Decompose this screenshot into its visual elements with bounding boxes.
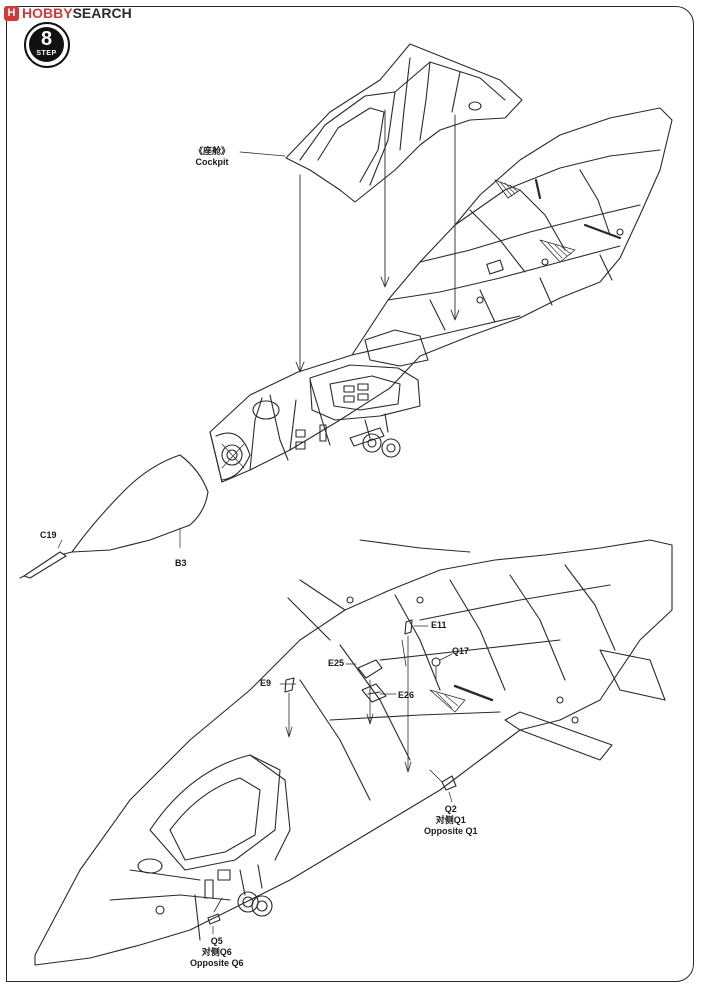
step-number: 8 <box>40 28 53 50</box>
label-opposite-q1-en: Opposite Q1 <box>424 826 478 836</box>
label-opposite-q6-cn: 对侧Q6 <box>201 947 232 957</box>
step-label: STEP <box>36 50 57 57</box>
small-parts <box>207 619 457 935</box>
label-cockpit-en: Cockpit <box>195 157 229 167</box>
label-q2-group: Q2 对侧Q1 Opposite Q1 <box>424 804 478 837</box>
label-e9: E9 <box>260 678 272 688</box>
label-e11: E11 <box>431 620 447 630</box>
label-e25: E25 <box>328 658 345 668</box>
watermark-logo-icon: H <box>4 5 19 21</box>
fuselage-lower-view <box>34 539 673 966</box>
canopy-part <box>285 43 523 203</box>
label-q5: Q5 <box>210 936 223 946</box>
step-badge: 8 STEP <box>24 22 70 68</box>
fuselage-upper-view <box>209 107 673 483</box>
label-cockpit-cn: 《座舱》 <box>194 146 231 156</box>
label-cockpit: 《座舱》 Cockpit <box>194 146 230 168</box>
assembly-guide-lines <box>57 109 460 549</box>
label-opposite-q1-cn: 对侧Q1 <box>435 815 466 825</box>
label-opposite-q6-en: Opposite Q6 <box>190 958 244 968</box>
label-e26: E26 <box>398 690 415 700</box>
watermark-suffix: SEARCH <box>72 5 132 21</box>
watermark-brand: HOBBY <box>22 5 73 21</box>
watermark: H HOBBY SEARCH <box>4 4 132 22</box>
page-border <box>6 6 694 982</box>
label-c19: C19 <box>40 530 57 540</box>
label-q17: Q17 <box>452 646 470 656</box>
label-b3: B3 <box>175 558 187 568</box>
label-q2: Q2 <box>444 804 457 814</box>
nose-cone-b3 <box>63 454 209 555</box>
label-q5-group: Q5 对侧Q6 Opposite Q6 <box>190 936 244 969</box>
pitot-tube-c19 <box>19 551 67 579</box>
